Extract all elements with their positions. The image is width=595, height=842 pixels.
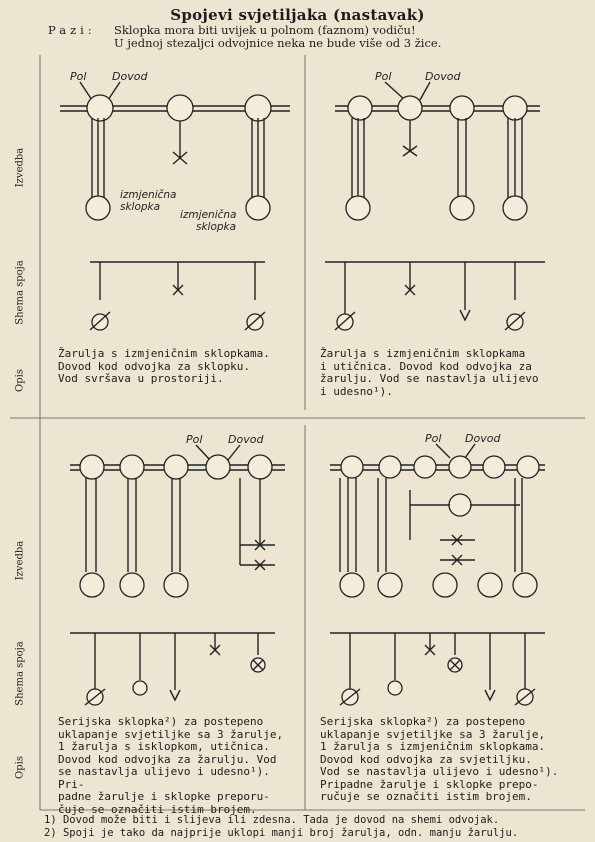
panel-1-description: Žarulja s izmjeničnim sklopkama. Dovod k… — [58, 347, 270, 385]
panel-2-izvedba: Pol Dovod — [335, 70, 540, 221]
footnote-2-text: Spoji je tako da najprije uklopi manji b… — [62, 827, 519, 839]
panel-4-izvedba: Pol Dovod — [330, 432, 545, 598]
panel-3-izvedba: Pol Dovod — [70, 433, 285, 598]
changeover-switch-1 — [85, 195, 111, 221]
junction-box-19 — [448, 493, 472, 517]
footnote-1-mark: 1) — [44, 814, 57, 826]
junction-box-11 — [205, 454, 231, 480]
junction-box-18 — [516, 455, 540, 479]
junction-box-2 — [166, 94, 194, 122]
socket-outlet-1 — [449, 195, 475, 221]
lamp-3 — [339, 572, 365, 598]
note-line-2: U jednoj stezaljci odvojnice neka ne bud… — [114, 36, 442, 50]
switch-symbol-6 — [387, 680, 403, 696]
panel-2-shema — [325, 261, 545, 331]
pol-label-4: Pol — [425, 432, 441, 445]
junction-box-10 — [163, 454, 189, 480]
junction-box-6 — [449, 95, 475, 121]
panel-2-description: Žarulja s izmjeničnim sklopkama i utični… — [320, 347, 539, 398]
changeover-switch-3 — [345, 195, 371, 221]
junction-box-13 — [340, 455, 364, 479]
switch-label-1b: sklopka — [120, 201, 160, 213]
lamp-4 — [377, 572, 403, 598]
switch-label-2b: sklopka — [196, 221, 236, 233]
switch-label-2a: izmjenična — [180, 209, 236, 221]
socket-outlet-2 — [163, 572, 189, 598]
panel-4-shema — [330, 632, 545, 706]
pol-label-2: Pol — [375, 70, 391, 83]
changeover-switch-6 — [512, 572, 538, 598]
changeover-switch-5 — [432, 572, 458, 598]
dovod-label-2: Dovod — [425, 70, 461, 83]
panel-4-description: Serijska sklopka²) za postepeno uklapanj… — [320, 715, 559, 803]
junction-box-17 — [482, 455, 506, 479]
note-label: Pazi: — [48, 23, 96, 37]
junction-box-5 — [397, 95, 423, 121]
junction-box-4 — [347, 95, 373, 121]
panel-3-description: Serijska sklopka²) za postepeno uklapanj… — [58, 715, 284, 816]
switch-label-1a: izmjenična — [120, 189, 176, 201]
pol-label: Pol — [70, 70, 86, 83]
junction-box-15 — [413, 455, 437, 479]
panel-1-izvedba: Pol Dovod izmjenična sklopka izmjenična … — [60, 70, 290, 233]
junction-box-3 — [244, 94, 272, 122]
lamp-1 — [79, 572, 105, 598]
socket-outlet-3 — [477, 572, 503, 598]
junction-box-16 — [448, 455, 472, 479]
junction-box-14 — [378, 455, 402, 479]
footnote-1-text: Dovod može biti i slijeva ili zdesna. Ta… — [62, 814, 500, 826]
dovod-label-3: Dovod — [228, 433, 264, 446]
dovod-label-4: Dovod — [465, 432, 501, 445]
panel-1-shema — [89, 261, 266, 331]
footnote-1: 1) Dovod može biti i slijeva ili zdesna.… — [44, 814, 499, 826]
dovod-label: Dovod — [112, 70, 148, 83]
page-title: Spojevi svjetiljaka (nastavak) — [170, 6, 425, 24]
lamp-2 — [119, 572, 145, 598]
footnote-2: 2) Spoji je tako da najprije uklopi manj… — [44, 827, 518, 839]
note-line-1: Sklopka mora biti uvijek u polnom (fazno… — [114, 23, 416, 37]
junction-box-7 — [502, 95, 528, 121]
junction-box-9 — [119, 454, 145, 480]
junction-box-12 — [247, 454, 273, 480]
footnote-2-mark: 2) — [44, 827, 57, 839]
switch-symbol-5 — [132, 680, 148, 696]
pol-label-3: Pol — [186, 433, 202, 446]
junction-box-8 — [79, 454, 105, 480]
panel-3-shema — [70, 632, 275, 706]
junction-box-1 — [86, 94, 114, 122]
changeover-switch-4 — [502, 195, 528, 221]
changeover-switch-2 — [245, 195, 271, 221]
